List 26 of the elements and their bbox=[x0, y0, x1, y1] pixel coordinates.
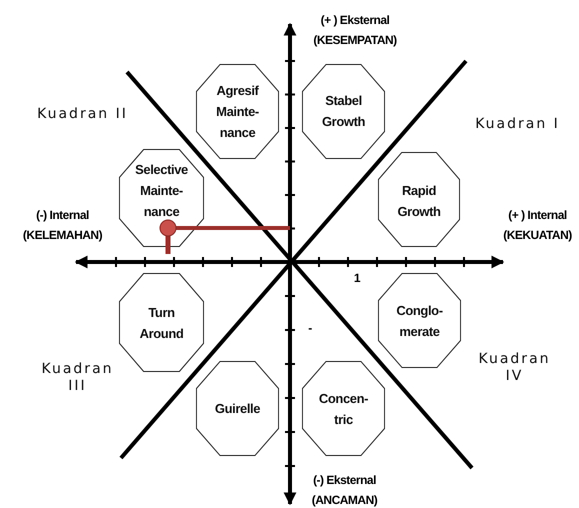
quadrant-label: Kuadran II bbox=[36, 106, 129, 123]
quadrant-label: Kuadran III bbox=[40, 361, 115, 395]
strategy-label: Agresif Mainte- nance bbox=[215, 82, 260, 142]
quadrant-label: Kuadran IV bbox=[477, 351, 552, 385]
axis-label: (+ ) Eksternal (KESEMPATAN) bbox=[312, 12, 398, 49]
strategy-octagon bbox=[119, 149, 204, 247]
axis-label: (+ ) Internal (KEKUATAN) bbox=[502, 207, 573, 244]
tick-label: - bbox=[307, 320, 313, 337]
strategy-octagon bbox=[302, 361, 385, 456]
strategy-label: Concen- tric bbox=[318, 390, 370, 429]
strategy-label: Selective Mainte- nance bbox=[134, 161, 189, 221]
strategy-label: Rapid Growth bbox=[396, 182, 442, 221]
strategy-octagon bbox=[119, 273, 204, 372]
strategy-octagon bbox=[196, 64, 279, 159]
axis-label: (-) Eksternal (ANCAMAN) bbox=[310, 472, 378, 508]
tick-label: 1 bbox=[352, 270, 362, 287]
strategy-label: Conglo- merate bbox=[395, 302, 444, 341]
strategy-label: Guirelle bbox=[214, 400, 262, 418]
quadrant-label: Kuadran I bbox=[474, 116, 561, 133]
strategy-octagon bbox=[196, 361, 279, 456]
strategy-octagon bbox=[378, 152, 460, 247]
strategy-octagon bbox=[378, 273, 461, 368]
strategy-label: Stabel Growth bbox=[320, 92, 366, 131]
strategy-octagon bbox=[302, 64, 385, 159]
strategy-label: Turn Around bbox=[138, 304, 184, 343]
axis-label: (-) Internal (KELEMAHAN) bbox=[22, 207, 104, 244]
